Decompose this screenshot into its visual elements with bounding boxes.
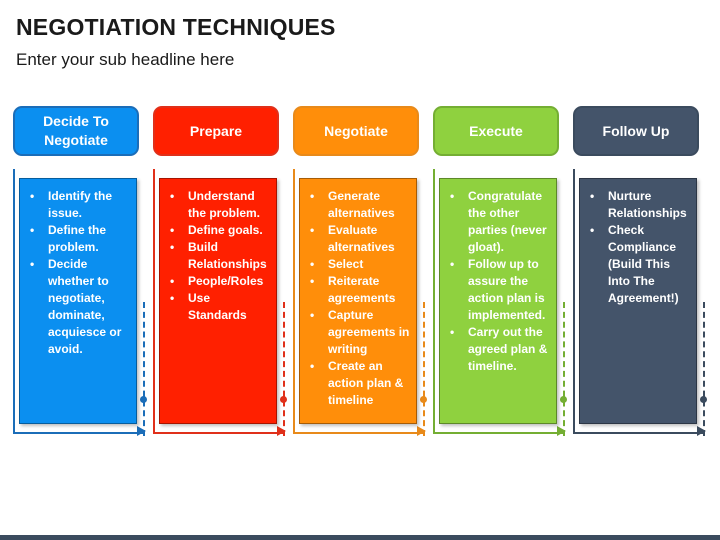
column-card: Nurture RelationshipsCheck Compliance (B… bbox=[579, 178, 697, 424]
connector-dot bbox=[560, 396, 567, 403]
column-header: Prepare bbox=[153, 106, 279, 156]
bullet-item: Reiterate agreements bbox=[310, 273, 410, 307]
flow-arrowhead bbox=[417, 426, 426, 436]
bullet-item: Build Relationships bbox=[170, 239, 270, 273]
bullet-item: Define goals. bbox=[170, 222, 270, 239]
bullet-list: Generate alternativesEvaluate alternativ… bbox=[308, 188, 410, 409]
bullet-item: Understand the problem. bbox=[170, 188, 270, 222]
page-title: NEGOTIATION TECHNIQUES bbox=[16, 14, 336, 40]
technique-column: Decide To NegotiateIdentify the issue.De… bbox=[13, 106, 147, 438]
technique-column: ExecuteCongratulate the other parties (n… bbox=[433, 106, 567, 438]
bullet-item: Check Compliance (Build This Into The Ag… bbox=[590, 222, 690, 307]
bullet-list: Understand the problem.Define goals.Buil… bbox=[168, 188, 270, 324]
connector-dot bbox=[140, 396, 147, 403]
bullet-item: Capture agreements in writing bbox=[310, 307, 410, 358]
column-frame bbox=[293, 169, 423, 434]
flow-arrowhead bbox=[277, 426, 286, 436]
connector-dot bbox=[420, 396, 427, 403]
connector-dot bbox=[280, 396, 287, 403]
technique-column: Follow Up Nurture RelationshipsCheck Comp… bbox=[573, 106, 707, 438]
bullet-item: Nurture Relationships bbox=[590, 188, 690, 222]
bullet-item: People/Roles bbox=[170, 273, 270, 290]
column-card: Identify the issue.Define the problem.De… bbox=[19, 178, 137, 424]
column-header: Negotiate bbox=[293, 106, 419, 156]
bullet-item: Use Standards bbox=[170, 290, 270, 324]
bullet-item: Evaluate alternatives bbox=[310, 222, 410, 256]
footer-bar bbox=[0, 535, 720, 540]
bullet-item: Generate alternatives bbox=[310, 188, 410, 222]
dashed-connector bbox=[423, 302, 425, 436]
bullet-list: Identify the issue.Define the problem.De… bbox=[28, 188, 130, 358]
column-card: Understand the problem.Define goals.Buil… bbox=[159, 178, 277, 424]
column-header: Decide To Negotiate bbox=[13, 106, 139, 156]
connector-dot bbox=[700, 396, 707, 403]
flow-arrowhead bbox=[137, 426, 146, 436]
bullet-item: Carry out the agreed plan & timeline. bbox=[450, 324, 550, 375]
bullet-item: Congratulate the other parties (never gl… bbox=[450, 188, 550, 256]
bullet-item: Select bbox=[310, 256, 410, 273]
technique-column: PrepareUnderstand the problem.Define goa… bbox=[153, 106, 287, 438]
bullet-item: Create an action plan & timeline bbox=[310, 358, 410, 409]
bullet-item: Define the problem. bbox=[30, 222, 130, 256]
dashed-connector bbox=[703, 302, 705, 436]
dashed-connector bbox=[143, 302, 145, 436]
column-card: Congratulate the other parties (never gl… bbox=[439, 178, 557, 424]
dashed-connector bbox=[563, 302, 565, 436]
column-header: Follow Up bbox=[573, 106, 699, 156]
bullet-item: Decide whether to negotiate, dominate, a… bbox=[30, 256, 130, 358]
column-frame bbox=[433, 169, 563, 434]
bullet-item: Identify the issue. bbox=[30, 188, 130, 222]
technique-column: NegotiateGenerate alternativesEvaluate a… bbox=[293, 106, 427, 438]
flow-arrowhead bbox=[557, 426, 566, 436]
bullet-item: Follow up to assure the action plan is i… bbox=[450, 256, 550, 324]
flow-arrowhead bbox=[697, 426, 706, 436]
page-subtitle: Enter your sub headline here bbox=[16, 50, 235, 69]
column-frame bbox=[573, 169, 703, 434]
dashed-connector bbox=[283, 302, 285, 436]
column-header: Execute bbox=[433, 106, 559, 156]
bullet-list: Nurture RelationshipsCheck Compliance (B… bbox=[588, 188, 690, 307]
column-card: Generate alternativesEvaluate alternativ… bbox=[299, 178, 417, 424]
column-frame bbox=[153, 169, 283, 434]
bullet-list: Congratulate the other parties (never gl… bbox=[448, 188, 550, 375]
column-frame bbox=[13, 169, 143, 434]
